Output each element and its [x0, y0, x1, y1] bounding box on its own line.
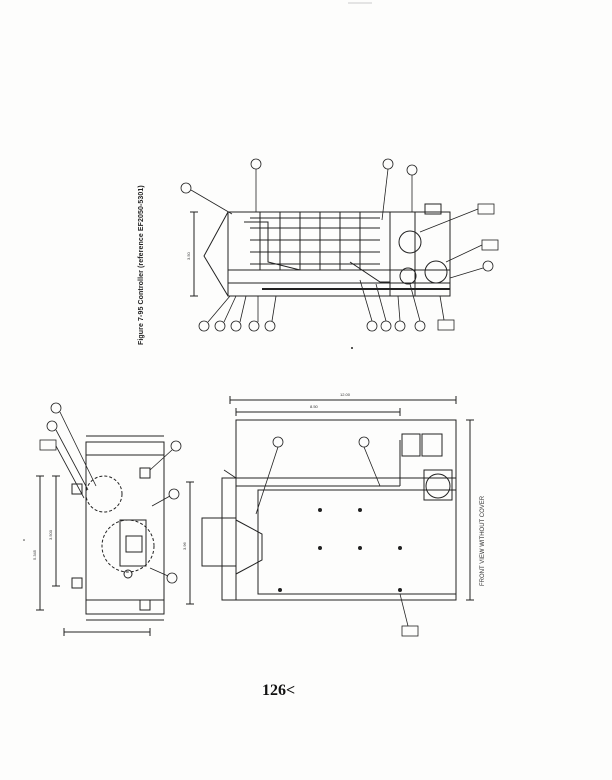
svg-text:8.50: 8.50	[310, 404, 319, 409]
svg-text:3.50: 3.50	[186, 251, 191, 260]
front-view-callouts	[223, 436, 419, 637]
callout-balloon	[180, 182, 192, 194]
side-view-outline	[85, 441, 165, 615]
side-view: 5.345 3.500	[32, 435, 165, 636]
front-view-outline	[235, 419, 457, 601]
top-view-callouts	[180, 158, 499, 332]
front-view-label: FRONT VIEW WITHOUT COVER	[480, 495, 486, 586]
top-view: 3.50	[186, 203, 451, 297]
top-view-outline	[227, 211, 451, 297]
side-view-callouts	[39, 402, 182, 584]
svg-text:3.96: 3.96	[182, 541, 187, 550]
svg-text:12.00: 12.00	[340, 392, 351, 397]
svg-text:5.345: 5.345	[32, 549, 37, 560]
svg-text:3.500: 3.500	[48, 529, 53, 540]
page-number: 126<	[262, 682, 296, 699]
front-view: 3.96 12.00 8.50	[182, 392, 474, 605]
